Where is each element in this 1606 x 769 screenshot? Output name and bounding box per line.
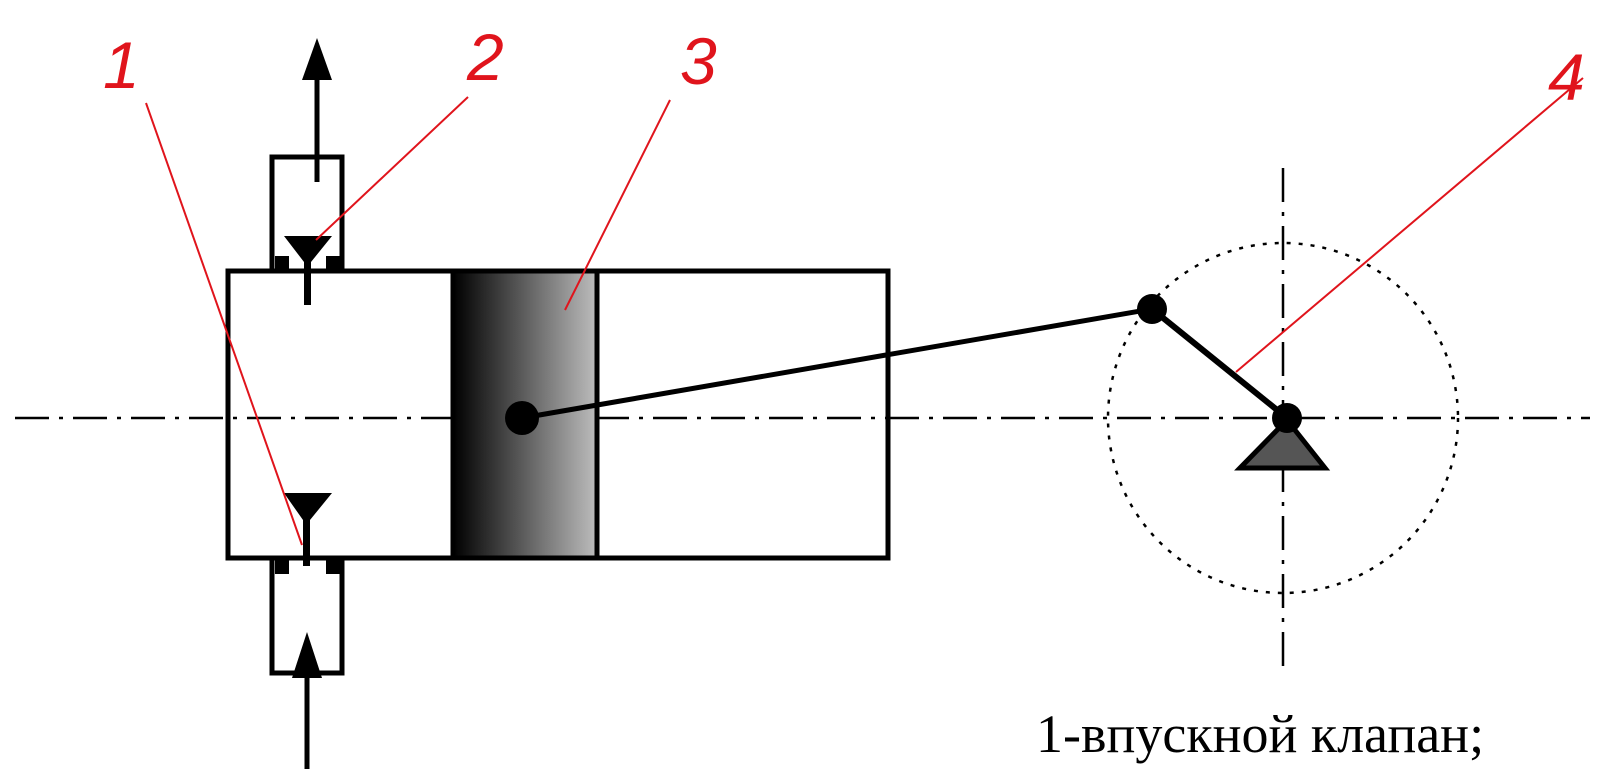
connecting-rod	[521, 306, 1153, 421]
callout-number-3: 3	[680, 24, 717, 98]
outlet-valve	[284, 236, 332, 305]
crank-circle	[1106, 241, 1460, 595]
callout-line-1	[145, 102, 303, 546]
fixed-support	[1234, 416, 1331, 471]
crank-pin-joint	[1137, 294, 1167, 324]
callout-number-2: 2	[466, 20, 504, 94]
legend-caption: 1-впускной клапан;	[1036, 704, 1484, 764]
callout-number-4: 4	[1548, 40, 1585, 114]
inlet-arrow-head	[292, 632, 322, 678]
inlet-valve	[284, 493, 332, 566]
callout-line-4	[1235, 77, 1584, 373]
crank-arm	[1150, 306, 1289, 421]
inlet-valve-seat-right	[326, 556, 340, 574]
outlet-arrow-head	[302, 38, 332, 80]
callout-line-2	[315, 96, 469, 241]
callout-line-3	[564, 99, 671, 311]
outlet-valve-seat-right	[326, 256, 340, 272]
outlet-valve-seat-left	[275, 256, 289, 272]
inlet-valve-seat-left	[275, 556, 289, 574]
piston	[450, 268, 600, 561]
piston-pin-joint	[505, 401, 539, 435]
crank-shaft-joint	[1272, 403, 1302, 433]
callout-number-1: 1	[103, 28, 140, 102]
